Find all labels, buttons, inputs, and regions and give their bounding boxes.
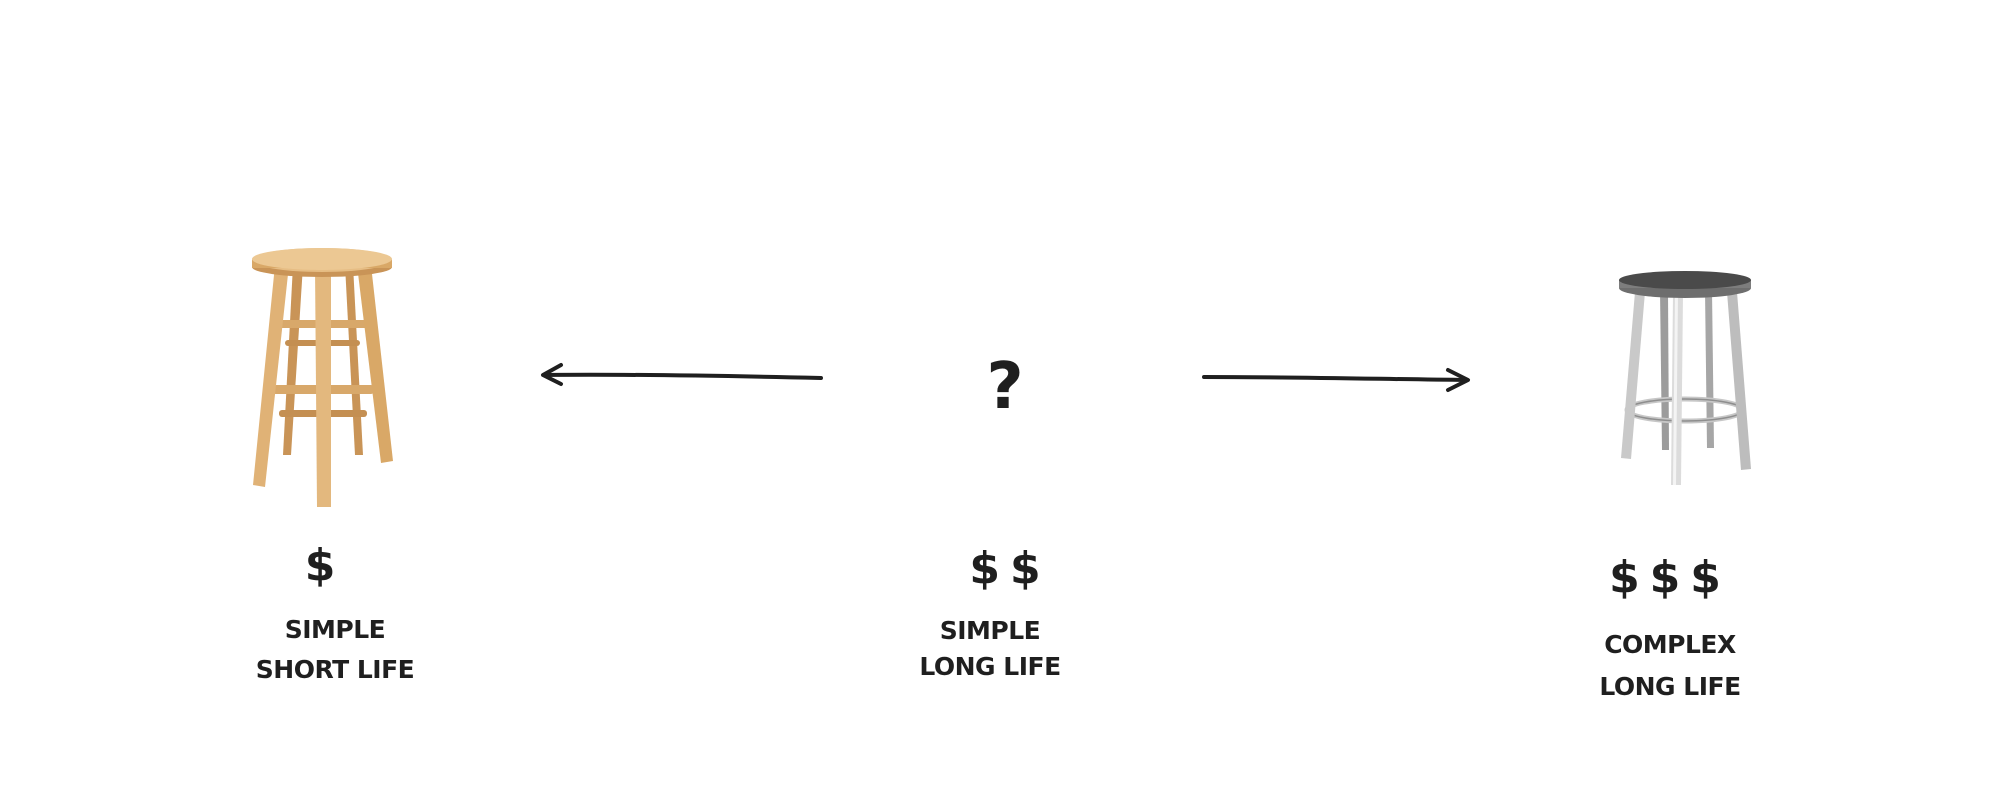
arrow-right-icon	[1202, 368, 1470, 392]
right-price: $$$	[1609, 552, 1731, 603]
arrow-left-icon	[541, 363, 823, 386]
middle-label-line1: SIMPLE	[939, 616, 1041, 645]
middle-price: $$	[969, 543, 1051, 594]
question-mark: ?	[986, 350, 1024, 424]
right-label-line1: COMPLEX	[1604, 630, 1736, 659]
steel-stool-icon	[1619, 271, 1751, 485]
left-price: $	[304, 540, 346, 591]
middle-label-line2: LONG LIFE	[919, 652, 1061, 681]
right-label-line2: LONG LIFE	[1599, 672, 1741, 701]
wooden-stool-icon	[252, 248, 393, 507]
left-label-line1: SIMPLE	[284, 615, 386, 644]
left-label-line2: SHORT LIFE	[255, 655, 415, 684]
